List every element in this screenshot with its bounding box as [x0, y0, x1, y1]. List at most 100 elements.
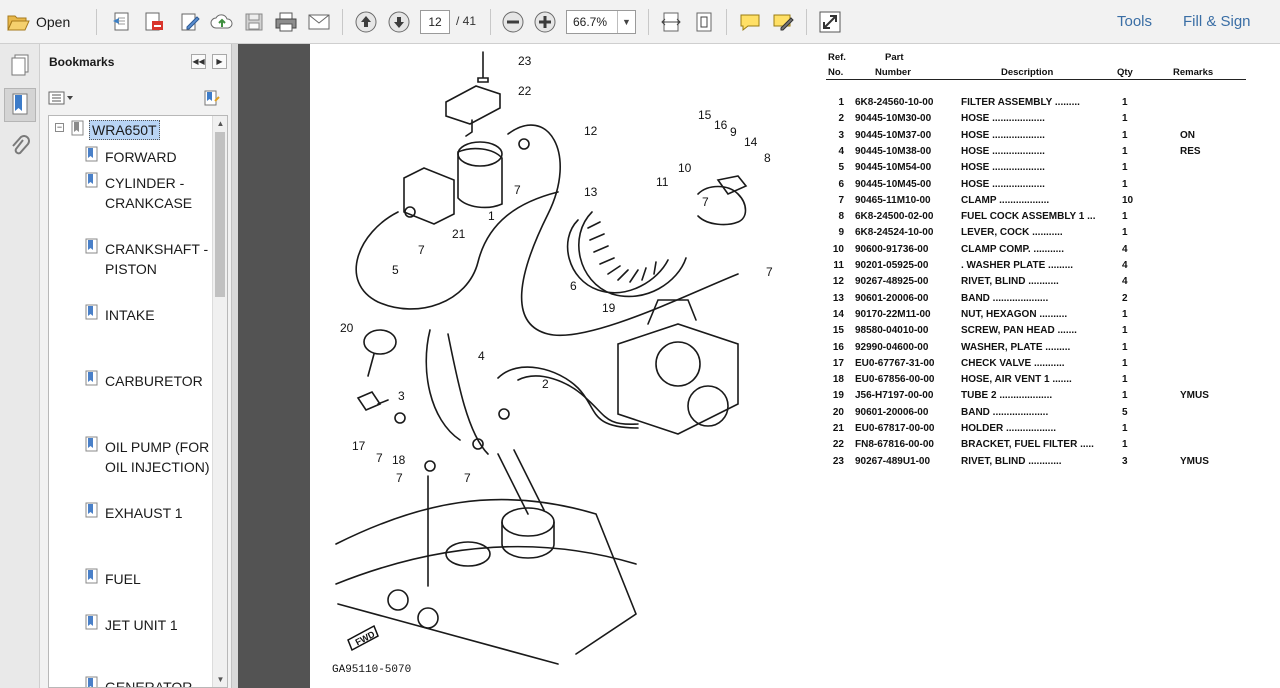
bookmark-item[interactable]: FUEL [85, 568, 213, 590]
bookmark-item[interactable]: CARBURETOR [85, 370, 213, 392]
fit-page-button[interactable] [690, 8, 718, 36]
page-thumbnails-icon [11, 54, 29, 76]
bookmark-label: INTAKE [105, 307, 155, 323]
ref-cell: 22 [832, 439, 844, 451]
zoom-select[interactable]: 66.7% ▼ [566, 10, 636, 34]
ref-cell: 8 [838, 211, 844, 223]
diagram-code: GA95110-5070 [332, 664, 411, 676]
zoom-in-button[interactable] [531, 8, 559, 36]
attachments-button[interactable] [4, 130, 36, 164]
callout: 4 [478, 349, 485, 363]
description-cell: BAND .................... [961, 406, 1049, 418]
highlight-button[interactable] [769, 8, 797, 36]
full-screen-button[interactable] [816, 8, 844, 36]
bookmarks-panel-button[interactable] [4, 88, 36, 122]
panel-splitter[interactable] [232, 44, 238, 688]
bookmarks-scrollbar[interactable]: ▲ ▼ [212, 116, 227, 687]
folder-open-icon [7, 15, 30, 31]
ref-cell: 23 [832, 455, 844, 467]
part-number-cell: 90465-11M10-00 [855, 194, 931, 206]
fit-page-icon [696, 12, 712, 32]
callout: 16 [714, 118, 728, 132]
ref-cell: 12 [832, 276, 844, 288]
speech-bubble-icon [740, 14, 760, 32]
toolbar-divider [806, 9, 807, 35]
bookmark-tree: − WRA650T FORWARD CYLINDER - CRANKCASE C… [48, 115, 228, 688]
ref-cell: 5 [838, 162, 844, 174]
qty-cell: 4 [1122, 276, 1128, 288]
open-button[interactable]: Open [6, 8, 82, 36]
description-cell: SCREW, PAN HEAD ....... [961, 325, 1077, 337]
part-number-cell: 90445-10M45-00 [855, 178, 932, 190]
qty-cell: 1 [1122, 325, 1128, 337]
description-cell: BRACKET, FUEL FILTER ..... [961, 439, 1094, 451]
callout: 7 [514, 183, 521, 197]
chevron-down-icon[interactable]: ▼ [617, 11, 635, 33]
qty-cell: 3 [1122, 455, 1128, 467]
callout: 7 [702, 195, 709, 209]
bookmark-root-wra650t[interactable]: WRA650T [89, 120, 160, 140]
tree-collapse-toggle[interactable]: − [55, 122, 64, 132]
bookmark-item[interactable]: JET UNIT 1 [85, 614, 213, 636]
comment-button[interactable] [736, 8, 764, 36]
ref-cell: 14 [832, 308, 844, 320]
edit-pdf-button[interactable] [176, 8, 204, 36]
collapse-panel-button[interactable]: ◀◀ [191, 54, 206, 69]
ref-cell: 7 [838, 194, 844, 206]
callout: 7 [418, 243, 425, 257]
new-bookmark-button[interactable] [203, 89, 221, 107]
zoom-out-button[interactable] [499, 8, 527, 36]
callout: 1 [488, 209, 495, 223]
export-pdf-button[interactable] [140, 8, 168, 36]
description-cell: WASHER, PLATE ......... [961, 341, 1071, 353]
qty-cell: 1 [1122, 129, 1128, 141]
bookmark-label: JET UNIT 1 [105, 617, 178, 633]
scrollbar-thumb[interactable] [215, 132, 225, 297]
tools-link[interactable]: Tools [1117, 13, 1153, 30]
bookmark-icon [85, 370, 98, 386]
fill-and-sign-link[interactable]: Fill & Sign [1183, 13, 1251, 30]
upload-cloud-button[interactable] [208, 8, 236, 36]
callout: 14 [744, 135, 758, 149]
create-pdf-button[interactable] [108, 8, 136, 36]
part-number-cell: 90445-10M54-00 [855, 162, 932, 174]
qty-cell: 1 [1122, 227, 1128, 239]
scroll-up-icon[interactable]: ▲ [216, 119, 225, 128]
bookmark-item[interactable]: CRANKSHAFT - PISTON [85, 238, 213, 280]
previous-page-button[interactable] [352, 8, 380, 36]
email-button[interactable] [305, 8, 333, 36]
ref-cell: 17 [832, 357, 844, 369]
toolbar-divider [726, 9, 727, 35]
part-number-cell: 92990-04600-00 [855, 341, 929, 353]
page-number-input[interactable]: 12 [420, 10, 450, 34]
part-number-cell: EU0-67767-31-00 [855, 357, 935, 369]
bookmark-item[interactable]: CYLINDER - CRANKCASE [85, 172, 213, 214]
part-number-cell: 90445-10M30-00 [855, 113, 932, 125]
save-button[interactable] [240, 8, 268, 36]
bookmark-item[interactable]: FORWARD [85, 146, 213, 168]
qty-cell: 1 [1122, 357, 1128, 369]
expand-panel-button[interactable]: ▶ [212, 54, 227, 69]
bookmark-item[interactable]: INTAKE [85, 304, 213, 326]
navigation-pane-strip [0, 44, 40, 688]
description-cell: LEVER, COCK ........... [961, 227, 1063, 239]
description-cell: CLAMP .................. [961, 194, 1050, 206]
page-thumbnails-button[interactable] [4, 48, 36, 82]
bookmark-item[interactable]: EXHAUST 1 [85, 502, 213, 524]
scroll-down-icon[interactable]: ▼ [216, 675, 225, 684]
print-button[interactable] [272, 8, 300, 36]
bookmark-item[interactable]: OIL PUMP (FOR OIL INJECTION) [85, 436, 213, 478]
description-cell: TUBE 2 ................... [961, 390, 1053, 402]
bookmark-options-menu[interactable] [48, 90, 74, 106]
fit-width-button[interactable] [657, 8, 685, 36]
description-cell: . WASHER PLATE ......... [961, 260, 1074, 271]
next-page-button[interactable] [385, 8, 413, 36]
bookmark-item[interactable]: GENERATOR [85, 676, 213, 687]
ref-cell: 13 [832, 292, 844, 304]
callout: 20 [340, 321, 354, 335]
qty-cell: 1 [1122, 145, 1128, 157]
description-cell: HOSE ................... [961, 129, 1045, 141]
